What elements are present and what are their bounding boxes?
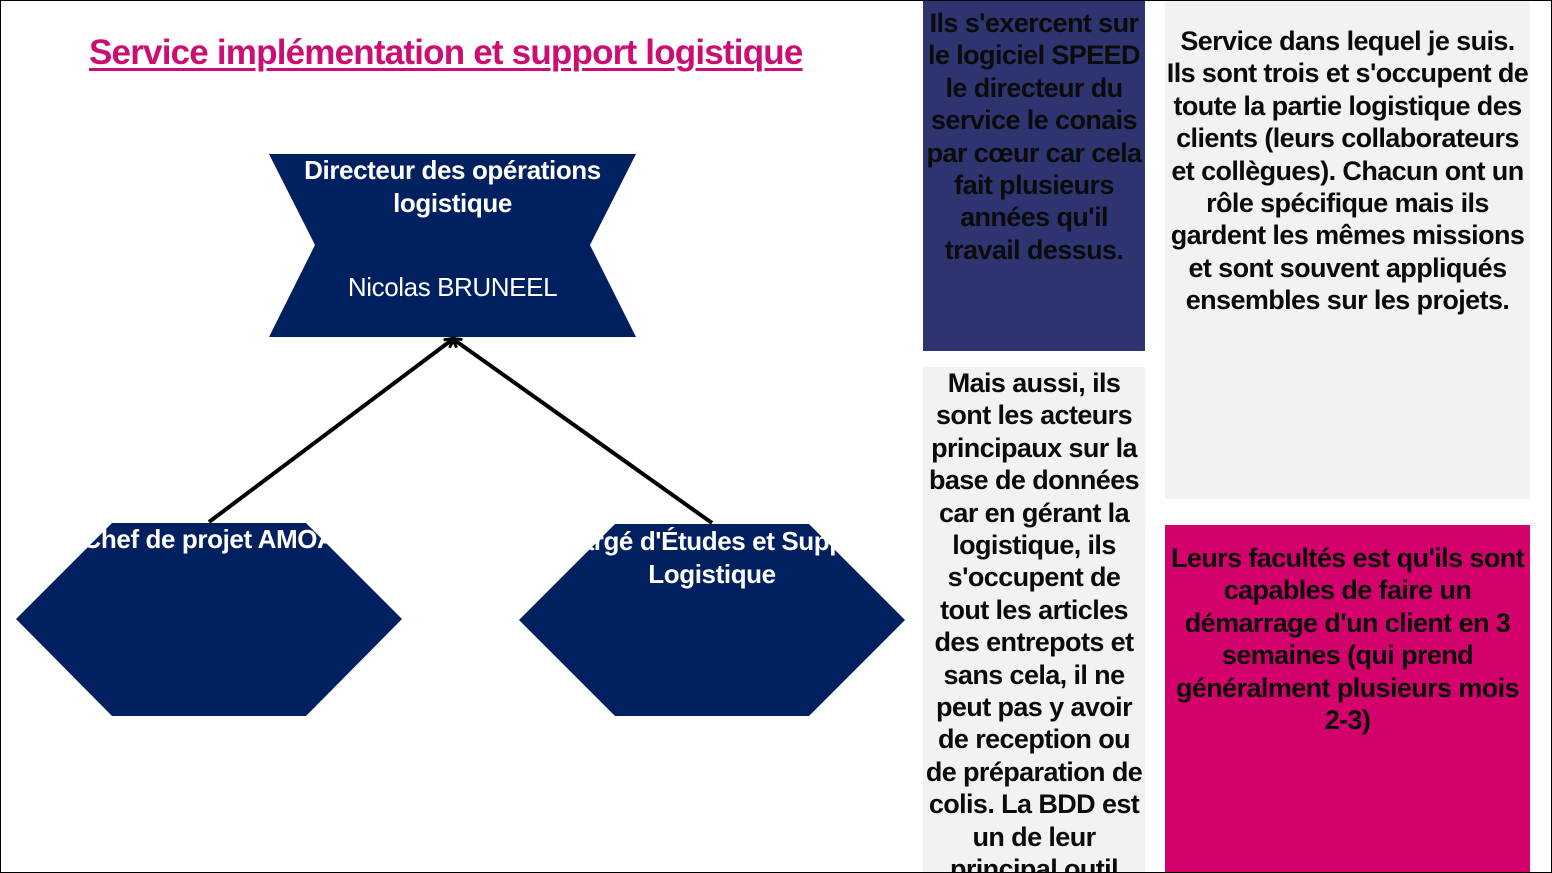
- note-service: Service dans lequel je suis. Ils sont tr…: [1165, 1, 1530, 499]
- arrow-chef-to-director: [207, 339, 453, 524]
- org-chart: [16, 154, 905, 716]
- director-name: Nicolas BRUNEEL: [347, 272, 558, 302]
- charge-etudes-shape: [519, 524, 905, 716]
- charge-etudes-role: Chargé d'Études et Support Logistique: [545, 526, 879, 589]
- page-title: Service implémentation et support logist…: [89, 33, 803, 72]
- note-facultes: Leurs facultés est qu'ils sont capables …: [1165, 525, 1530, 872]
- director-role: Directeur des opérations logistique: [304, 155, 601, 218]
- arrow-charge-to-director: [453, 339, 714, 525]
- chef-projet-shape: [16, 523, 402, 716]
- note-speed: Ils s'exercent sur le logiciel SPEED le …: [923, 1, 1145, 351]
- director-shape: [269, 154, 636, 337]
- chef-projet-role: Chef de projet AMOA: [82, 524, 336, 554]
- note-bdd: Mais aussi, ils sont les acteurs princip…: [923, 367, 1145, 872]
